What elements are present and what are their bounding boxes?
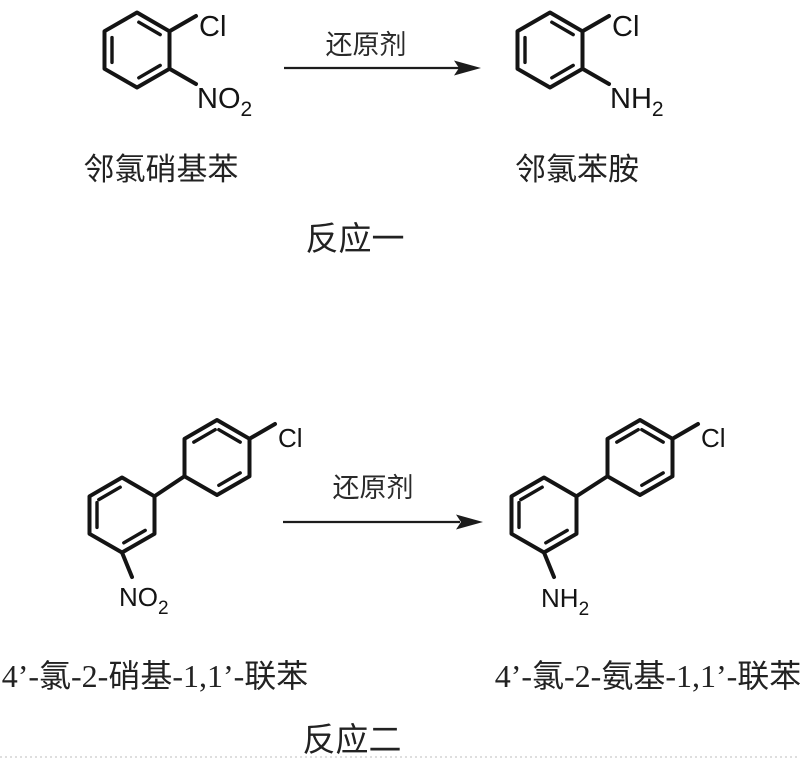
benzene-ring — [605, 418, 675, 497]
product2-name: 4’-氯-2-氨基-1,1’-联苯 — [495, 658, 800, 694]
cl-bond — [670, 422, 700, 441]
amino-bond — [580, 66, 611, 86]
double-bond-inner-line — [137, 20, 162, 37]
benzene-ring — [87, 475, 157, 555]
biphenyl-bond — [152, 474, 187, 499]
reaction1-reactant-structure: Cl NO2 — [102, 10, 252, 121]
benzene-ring — [102, 10, 172, 90]
chlorine-label: Cl — [278, 423, 303, 453]
cl-bond — [167, 14, 198, 34]
amino-group-label: NH2 — [541, 583, 589, 620]
ring-outline — [605, 418, 675, 497]
arrow-head — [454, 60, 481, 76]
chlorine-label: Cl — [701, 423, 726, 453]
biphenyl-bond — [574, 474, 610, 499]
double-bond-inner-line — [550, 63, 575, 80]
benzene-ring — [509, 475, 579, 555]
product1-name: 邻氯苯胺 — [515, 152, 639, 187]
reaction2-product-structure: Cl NH2 — [509, 418, 726, 620]
double-bond-inner-line — [615, 428, 640, 444]
ring-outline — [515, 10, 585, 90]
reaction2-arrow: 还原剂 — [283, 473, 483, 530]
nitro-group-label: NO2 — [119, 582, 169, 619]
reaction1-product-structure: Cl NH2 — [515, 10, 664, 121]
benzene-ring — [515, 10, 585, 90]
double-bond-inner-line — [137, 63, 162, 80]
cl-bond — [247, 422, 277, 441]
amino-bond — [542, 550, 556, 579]
chlorine-label: Cl — [612, 11, 639, 43]
chlorine-label: Cl — [199, 11, 226, 43]
reaction1-caption: 反应一 — [306, 221, 405, 258]
double-bond-inner-line — [192, 428, 217, 444]
double-bond-inner-line — [519, 485, 544, 502]
reaction2-caption: 反应二 — [303, 722, 402, 759]
reaction2-reactant-structure: Cl NO2 — [87, 418, 303, 619]
ring-outline — [102, 10, 172, 90]
reagent-label: 还原剂 — [333, 473, 414, 503]
ring-outline — [509, 475, 579, 555]
reactant2-name: 4’-氯-2-硝基-1,1’-联苯 — [2, 658, 309, 694]
reactant1-name: 邻氯硝基苯 — [84, 152, 239, 187]
double-bond-inner-line — [550, 20, 575, 37]
double-bond-inner-line — [97, 485, 122, 502]
reaction1-arrow: 还原剂 — [284, 30, 481, 76]
nitro-bond — [167, 66, 198, 86]
amino-group-label: NH2 — [610, 83, 664, 121]
double-bond-inner-line — [640, 428, 665, 444]
nitro-group-label: NO2 — [197, 83, 252, 121]
benzene-ring — [182, 418, 252, 497]
double-bond-inner-line — [122, 528, 147, 545]
double-bond-inner-line — [640, 471, 665, 487]
double-bond-inner-line — [544, 528, 569, 545]
double-bond-inner-line — [217, 471, 242, 487]
cl-bond — [580, 14, 611, 34]
arrow-head — [456, 514, 483, 530]
ring-outline — [182, 418, 252, 497]
nitro-bond — [120, 550, 134, 579]
reagent-label: 还原剂 — [326, 30, 407, 60]
double-bond-inner-line — [217, 428, 242, 444]
ring-outline — [87, 475, 157, 555]
